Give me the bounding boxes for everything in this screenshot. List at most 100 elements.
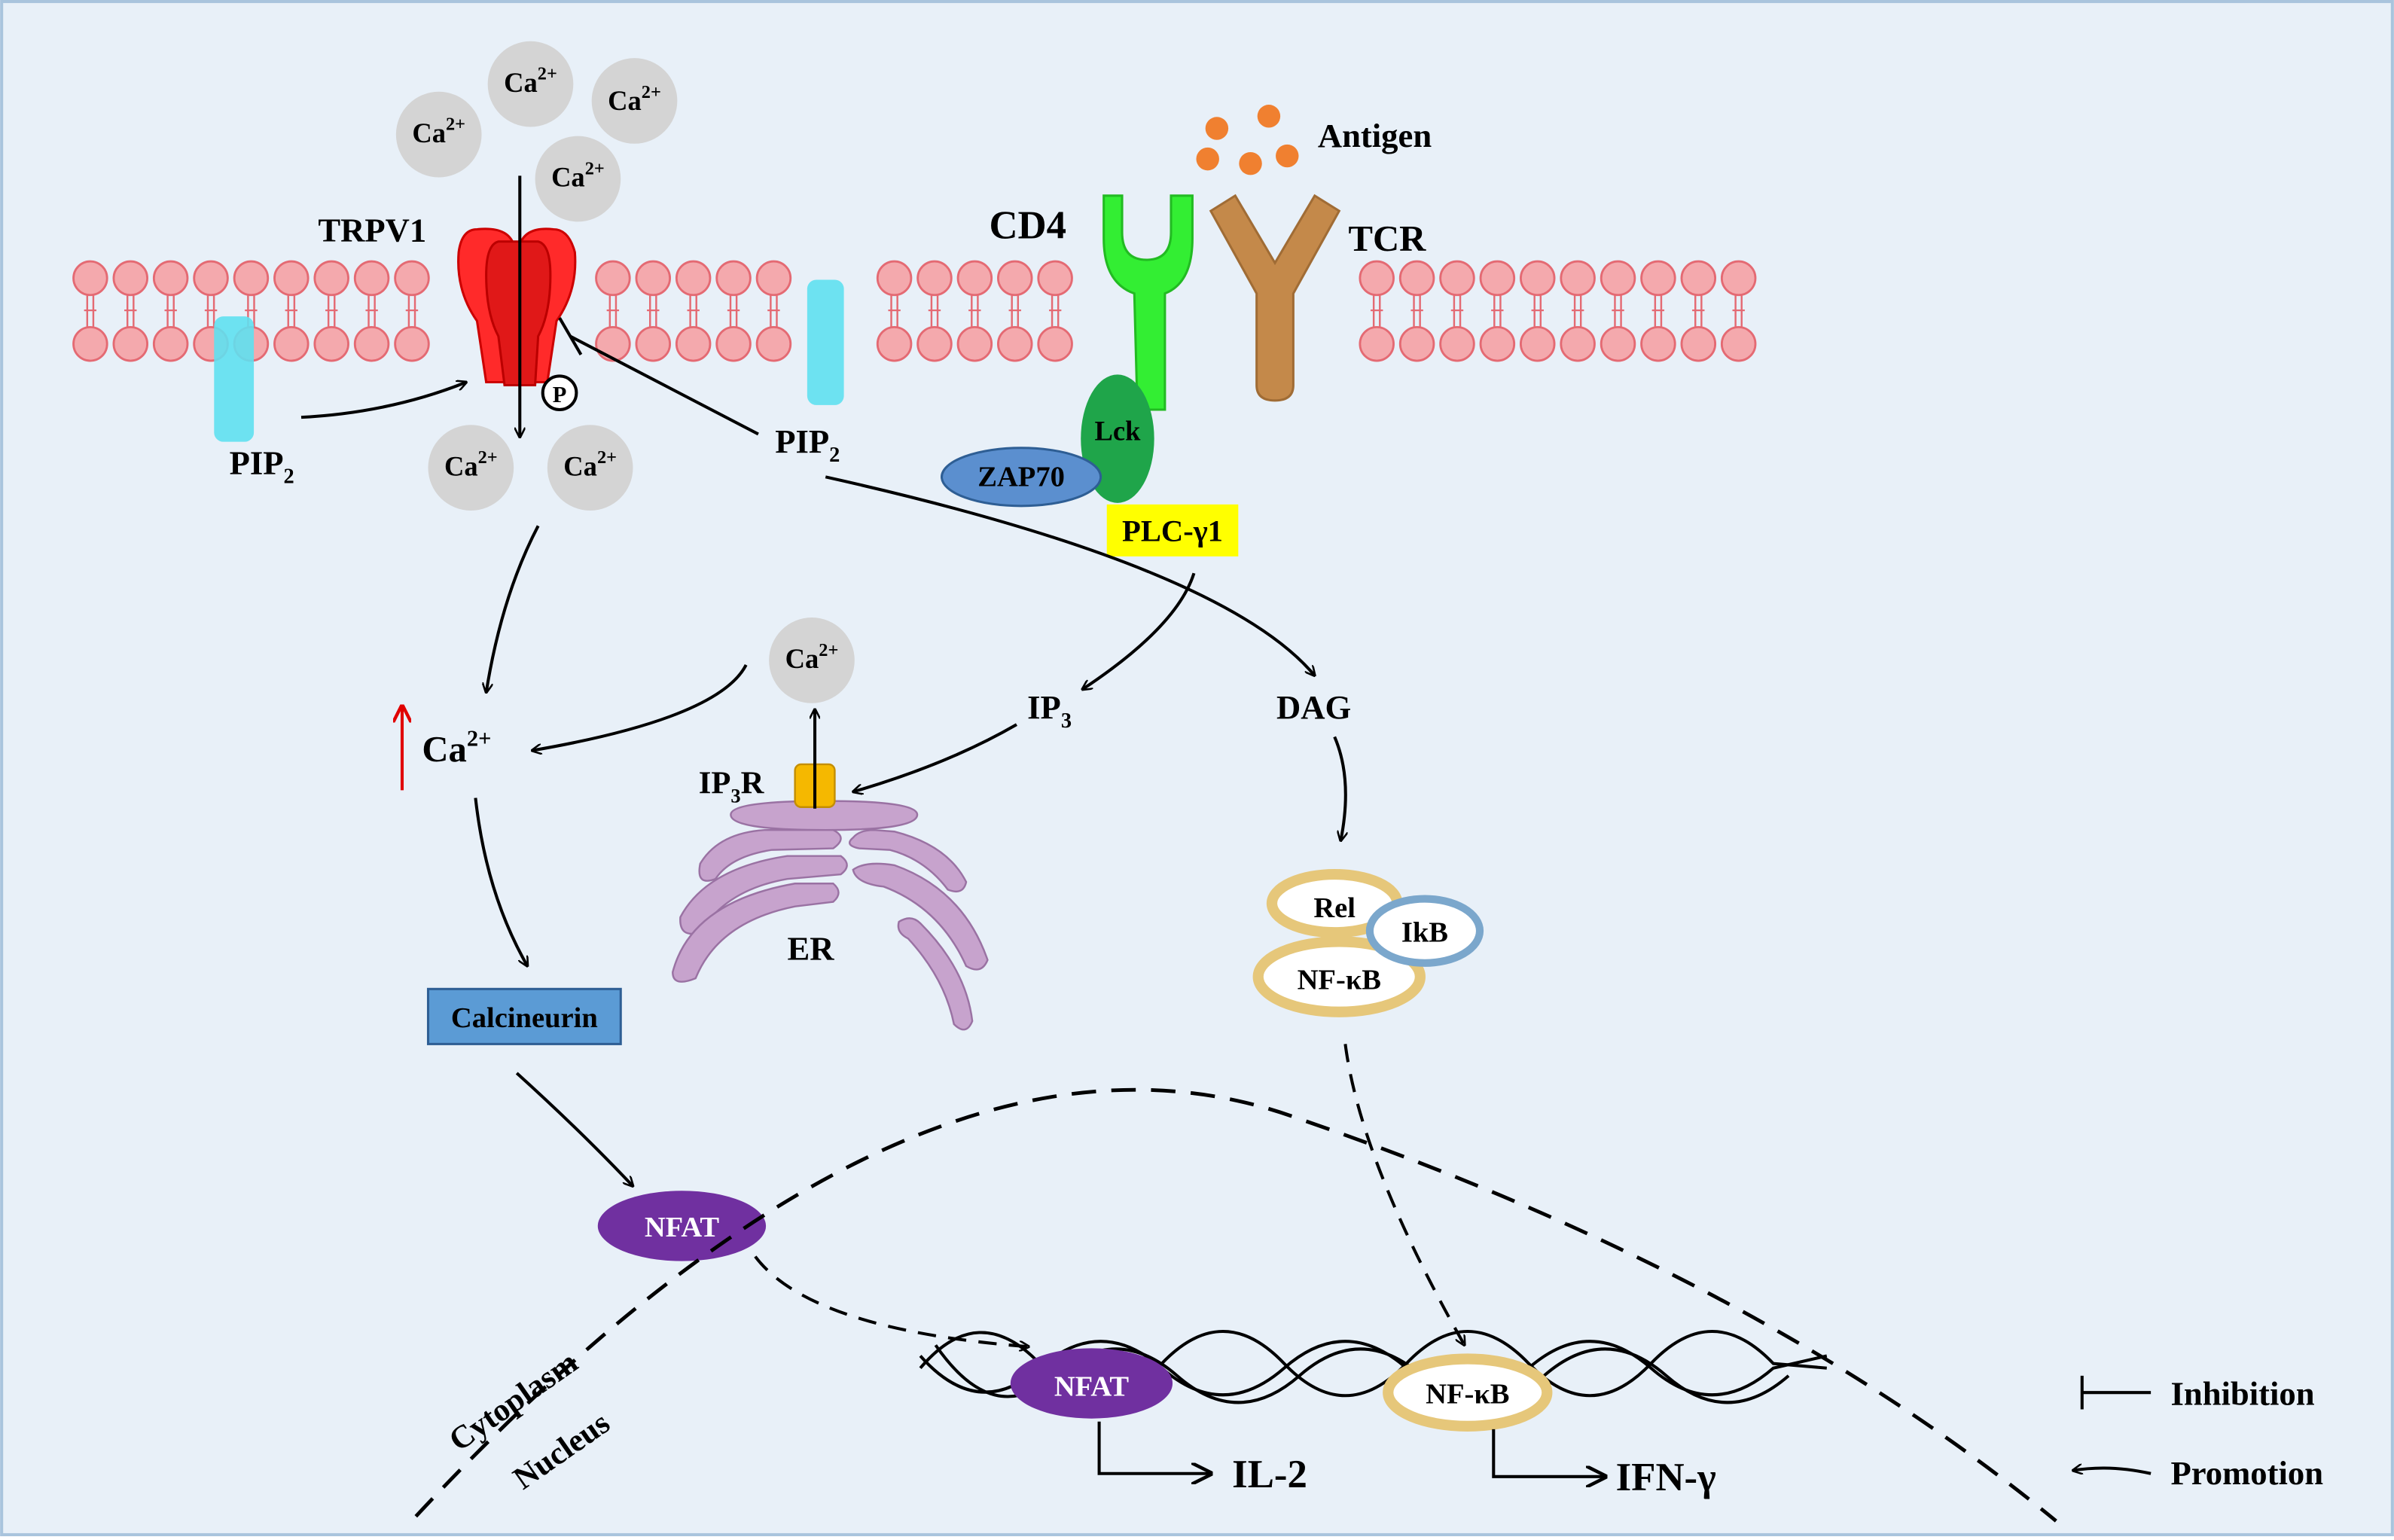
plc-gamma1: PLC-γ1 <box>1106 504 1239 557</box>
svg-text:Promotion: Promotion <box>2171 1454 2324 1492</box>
pip2-label-right: PIP2 <box>775 422 840 467</box>
ip3r-channel <box>794 709 836 809</box>
pip2-channel-left <box>214 316 255 442</box>
ca-ion-bottom-2: Ca2+ <box>547 425 633 511</box>
pip2-channel-right <box>807 279 844 405</box>
svg-text:Inhibition: Inhibition <box>2171 1374 2315 1412</box>
lipid-pair <box>1398 260 1435 362</box>
il2-label: IL-2 <box>1232 1453 1307 1496</box>
svg-text:ZAP70: ZAP70 <box>977 461 1065 492</box>
legend-inhibition: Inhibition <box>2080 1374 2315 1412</box>
lipid-pair <box>72 260 108 362</box>
lipid-pair <box>1520 260 1556 362</box>
lipid-pair <box>1640 260 1676 362</box>
ip3r-label: IP3R <box>699 765 765 807</box>
lipid-pair <box>1680 260 1717 362</box>
lipid-pair <box>273 260 310 362</box>
lipid-pair <box>1720 260 1757 362</box>
ca-ion-top-1: Ca2+ <box>487 41 574 127</box>
ca-ion-er: Ca2+ <box>769 618 855 703</box>
ca-ion-top-3: Ca2+ <box>395 91 482 178</box>
svg-text:Ca2+: Ca2+ <box>563 447 617 481</box>
tcr-receptor <box>1209 194 1341 402</box>
svg-text:P: P <box>553 382 567 407</box>
ifng-label: IFN-γ <box>1616 1456 1716 1499</box>
svg-text:Rel: Rel <box>1313 892 1356 924</box>
nfkb-translocation-arrow <box>1343 1044 1464 1345</box>
ca-ion-top-2: Ca2+ <box>591 58 678 144</box>
pip2-to-trpv1-arrow <box>300 382 466 419</box>
nfkb-complex: Rel NF-κB IkB <box>1252 868 1484 1017</box>
tcr-label: TCR <box>1348 218 1426 259</box>
ip3-to-ip3r-arrow <box>853 723 1017 791</box>
pip2-to-dag-arrow <box>825 475 1315 675</box>
svg-text:NF-κB: NF-κB <box>1426 1378 1509 1410</box>
lipid-pair <box>1600 260 1636 362</box>
ifng-transcription-arrow <box>1492 1429 1605 1477</box>
calcineurin-box: Calcineurin <box>426 987 622 1045</box>
lipid-pair <box>755 260 792 362</box>
cd4-receptor <box>1102 194 1194 411</box>
il2-transcription-arrow <box>1097 1421 1211 1474</box>
er-label: ER <box>788 930 835 968</box>
legend-promotion: Promotion <box>2073 1454 2324 1492</box>
plc-to-ip3-arrow <box>1082 572 1196 689</box>
dag-to-nfkb-arrow <box>1333 736 1346 840</box>
svg-text:Ca2+: Ca2+ <box>551 158 605 192</box>
phospho-p-marker: P <box>541 374 578 412</box>
inhibition-bar-trpv1 <box>558 317 583 355</box>
lipid-pair <box>996 260 1033 362</box>
antigen-particles <box>1196 105 1299 175</box>
lipid-pair <box>715 260 752 362</box>
nfat-nucleus: NFAT <box>1010 1348 1173 1419</box>
svg-text:NFAT: NFAT <box>1054 1371 1129 1402</box>
svg-text:PLC-γ1: PLC-γ1 <box>1122 514 1223 548</box>
nuclear-envelope <box>414 1087 2057 1523</box>
lipid-pair <box>1439 260 1475 362</box>
lipid-pair <box>876 260 913 362</box>
trpv1-pip2-link <box>569 334 759 436</box>
lipid-pair <box>313 260 349 362</box>
svg-text:Ca2+: Ca2+ <box>444 447 498 481</box>
lipid-pair <box>1560 260 1596 362</box>
svg-text:Ca2+: Ca2+ <box>504 64 557 98</box>
lipid-pair <box>1037 260 1073 362</box>
lipid-pair <box>112 260 149 362</box>
lipid-pair <box>956 260 993 362</box>
lipid-pair <box>394 260 430 362</box>
svg-text:Ca2+: Ca2+ <box>608 82 661 116</box>
lipid-pair <box>1479 260 1516 362</box>
lipid-pair <box>1359 260 1395 362</box>
endoplasmic-reticulum <box>672 800 989 1031</box>
cell-membrane <box>72 260 1757 362</box>
trpv1-label: TRPV1 <box>318 212 426 249</box>
svg-text:NFAT: NFAT <box>645 1212 719 1243</box>
svg-text:Lck: Lck <box>1095 416 1142 447</box>
er-ca-to-cytosol-arrow <box>532 664 748 751</box>
ca-ion-bottom-1: Ca2+ <box>428 425 514 511</box>
nfkb-nucleus: NF-κB <box>1383 1353 1553 1432</box>
ip3-label: IP3 <box>1027 688 1072 733</box>
lipid-pair <box>675 260 712 362</box>
svg-text:Ca2+: Ca2+ <box>412 114 465 148</box>
pip2-label-left: PIP2 <box>230 444 294 488</box>
legend: Inhibition Promotion <box>2073 1374 2324 1492</box>
lipid-pair <box>635 260 672 362</box>
lipid-pair <box>595 260 631 362</box>
cytosolic-ca-label: Ca2+ <box>422 726 491 770</box>
ca-to-cytosol-arrow <box>486 525 540 692</box>
ca-to-calcineurin-arrow <box>474 797 527 966</box>
svg-text:IkB: IkB <box>1401 916 1448 948</box>
lipid-pair <box>916 260 953 362</box>
svg-text:Ca2+: Ca2+ <box>785 640 839 674</box>
svg-text:Calcineurin: Calcineurin <box>451 1002 598 1034</box>
calcineurin-to-nfat-arrow <box>515 1072 633 1186</box>
nfat-cytoplasm: NFAT <box>597 1191 767 1261</box>
cd4-label: CD4 <box>989 204 1066 248</box>
lipid-pair <box>353 260 390 362</box>
antigen-label: Antigen <box>1318 117 1432 154</box>
ca-ion-top-4: Ca2+ <box>535 136 621 222</box>
